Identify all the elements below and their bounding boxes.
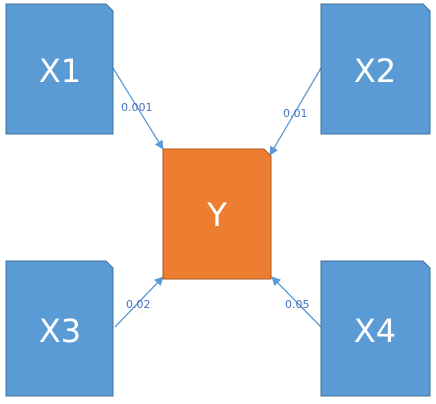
node-y-label: Y xyxy=(206,196,227,234)
node-y: Y xyxy=(162,148,272,280)
node-x2-label: X2 xyxy=(354,52,396,90)
node-y-shape xyxy=(162,148,272,280)
node-x4-label: X4 xyxy=(354,312,396,350)
edge-x2-y xyxy=(269,67,322,156)
node-x3-label: X3 xyxy=(39,312,81,350)
edge-x4-y xyxy=(271,276,322,328)
node-x2: X2 xyxy=(320,3,431,135)
edge-x1-y xyxy=(112,67,164,150)
node-x1-label: X1 xyxy=(39,52,81,90)
node-x4: X4 xyxy=(320,260,431,397)
node-x1-shape xyxy=(5,3,114,135)
node-x4-shape xyxy=(320,260,431,397)
edge-label-x1-y: 0.001 xyxy=(121,101,153,114)
edge-label-x2-y: 0.01 xyxy=(283,107,308,120)
node-x3-shape xyxy=(5,260,114,397)
edge-label-x4-y: 0.05 xyxy=(285,298,310,311)
edge-label-x3-y: 0.02 xyxy=(126,298,151,311)
node-x1: X1 xyxy=(5,3,114,135)
edge-x3-y xyxy=(114,276,164,328)
node-x2-shape xyxy=(320,3,431,135)
node-x3: X3 xyxy=(5,260,114,397)
